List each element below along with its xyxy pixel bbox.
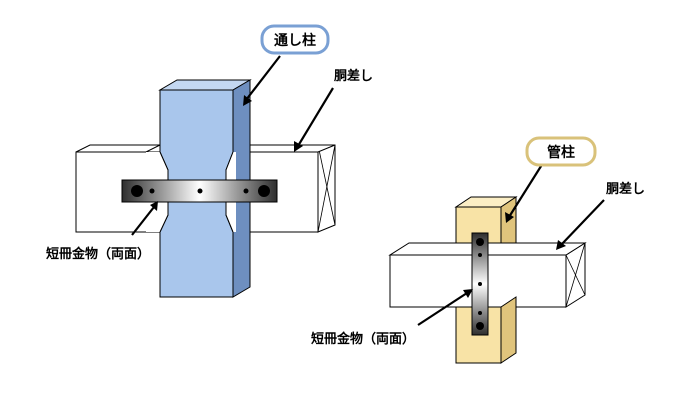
leader-lines (131, 55, 605, 326)
label-left-beam: 胴差し (334, 68, 373, 84)
callout-bubble-blue (260, 24, 330, 55)
callout-short-pillar: 管柱 (525, 136, 597, 167)
label-short-pillar: 管柱 (547, 144, 575, 161)
right-strap-plate (471, 232, 489, 336)
right-assembly (388, 196, 587, 364)
label-right-beam: 胴差し (606, 181, 645, 197)
left-strap-plate (121, 179, 278, 203)
left-beam-top-left (75, 144, 161, 153)
callout-through-pillar: 通し柱 (260, 24, 330, 55)
left-assembly (75, 79, 336, 298)
label-through-pillar: 通し柱 (274, 32, 316, 49)
label-left-plate: 短冊金物（両面） (46, 246, 150, 262)
left-beam-end (317, 144, 336, 233)
label-right-plate: 短冊金物（両面） (311, 331, 415, 347)
callout-bubble-yellow (525, 136, 597, 167)
